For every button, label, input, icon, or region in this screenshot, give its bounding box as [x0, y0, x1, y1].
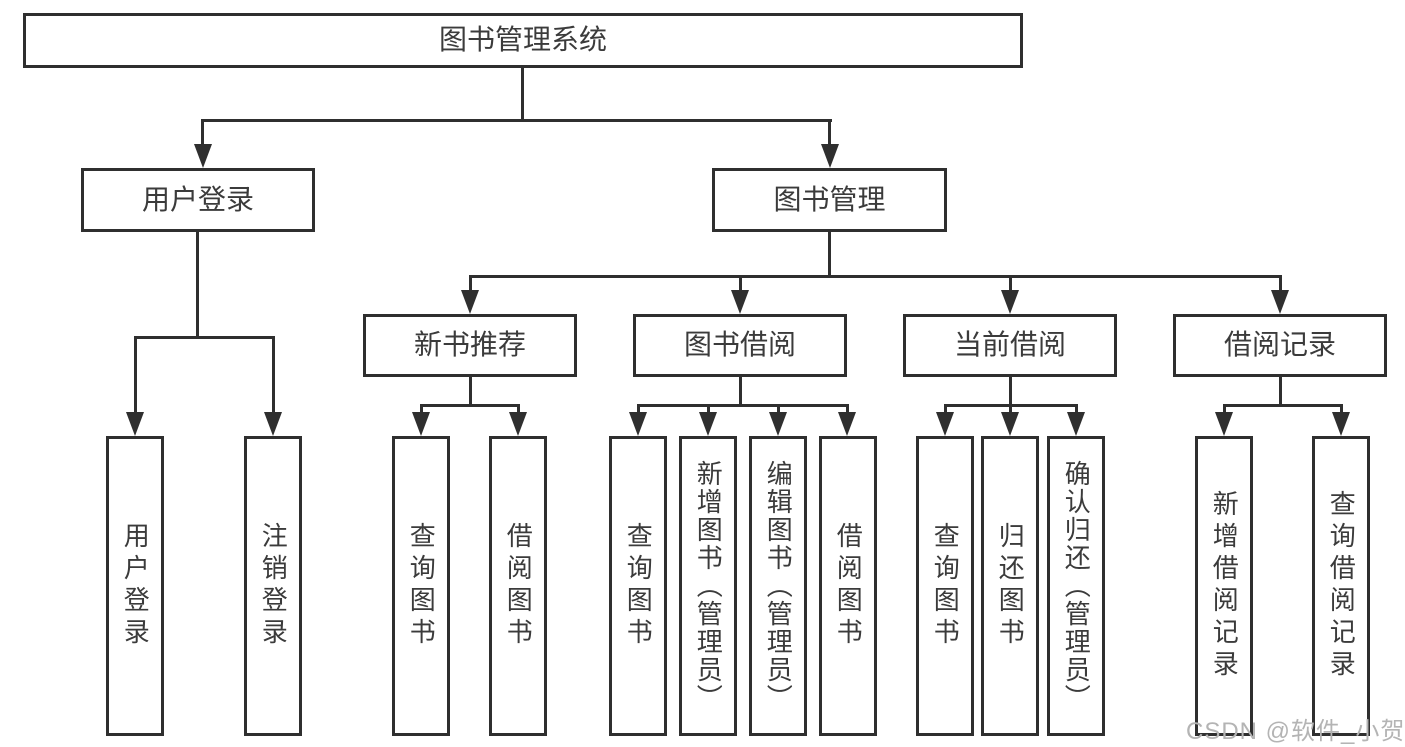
connector-line — [944, 404, 947, 416]
connector-line — [420, 404, 423, 416]
connector-line — [637, 404, 640, 416]
arrow-down-icon — [936, 412, 954, 436]
watermark: CSDN @软件_小贺同学 — [1186, 718, 1405, 745]
arrow-down-icon — [264, 412, 282, 436]
connector-line — [517, 404, 520, 416]
node-new-book-recommend-label: 新书推荐 — [413, 329, 526, 361]
arrow-down-icon — [126, 412, 144, 436]
connector-line — [1009, 275, 1012, 293]
arrow-down-icon — [1001, 412, 1019, 436]
node-book-borrow-label: 图书借阅 — [683, 329, 796, 361]
leaf-cb-query-book: 查询图书 — [916, 436, 974, 736]
leaf-bb-query-book: 查询图书 — [609, 436, 667, 736]
connector-line — [469, 377, 472, 407]
node-root-label: 图书管理系统 — [438, 24, 607, 56]
arrow-down-icon — [1215, 412, 1233, 436]
connector-line — [1340, 404, 1343, 416]
connector-line — [739, 275, 742, 293]
arrow-down-icon — [1332, 412, 1350, 436]
connector-line — [1009, 377, 1012, 407]
node-borrow-records-label: 借阅记录 — [1223, 329, 1336, 361]
node-book-management: 图书管理 — [712, 168, 947, 232]
connector-line — [1279, 275, 1282, 293]
leaf-bb-add-book-admin: 新增图书（管理员） — [679, 436, 737, 736]
connector-line — [521, 68, 524, 121]
arrow-down-icon — [1271, 290, 1289, 314]
leaf-br-query-record: 查询借阅记录 — [1312, 436, 1370, 736]
node-user-login-label: 用户登录 — [141, 183, 254, 215]
connector-line — [828, 232, 831, 278]
connector-line — [1223, 404, 1226, 416]
connector-line — [134, 336, 137, 416]
node-book-management-label: 图书管理 — [773, 183, 886, 215]
arrow-down-icon — [821, 144, 839, 168]
connector-line — [739, 377, 742, 407]
connector-line — [637, 404, 849, 407]
connector-line — [1223, 404, 1343, 407]
arrow-down-icon — [1001, 290, 1019, 314]
arrow-down-icon — [731, 290, 749, 314]
leaf-nb-query-book: 查询图书 — [392, 436, 450, 736]
arrow-down-icon — [509, 412, 527, 436]
connector-line — [1075, 404, 1078, 416]
connector-line — [134, 336, 275, 339]
node-current-borrow: 当前借阅 — [903, 314, 1117, 377]
connector-line — [1009, 404, 1012, 416]
arrow-down-icon — [461, 290, 479, 314]
node-book-borrow: 图书借阅 — [633, 314, 847, 377]
leaf-bb-borrow-book: 借阅图书 — [819, 436, 877, 736]
arrow-down-icon — [412, 412, 430, 436]
leaf-bb-edit-book-admin: 编辑图书（管理员） — [749, 436, 807, 736]
leaf-nb-borrow-book: 借阅图书 — [489, 436, 547, 736]
node-borrow-records: 借阅记录 — [1173, 314, 1387, 377]
arrow-down-icon — [769, 412, 787, 436]
arrow-down-icon — [629, 412, 647, 436]
node-user-login: 用户登录 — [81, 168, 315, 232]
connector-line — [777, 404, 780, 416]
connector-line — [201, 119, 204, 148]
node-new-book-recommend: 新书推荐 — [363, 314, 577, 377]
connector-line — [469, 275, 472, 293]
connector-line — [196, 232, 199, 339]
arrow-down-icon — [194, 144, 212, 168]
connector-line — [272, 336, 275, 416]
connector-line — [1279, 377, 1282, 407]
connector-line — [420, 404, 520, 407]
leaf-logout: 注销登录 — [244, 436, 302, 736]
leaf-br-add-record: 新增借阅记录 — [1195, 436, 1253, 736]
connector-line — [828, 119, 831, 148]
arrow-down-icon — [838, 412, 856, 436]
connector-line — [469, 275, 1282, 278]
leaf-cb-confirm-return-admin: 确认归还（管理员） — [1047, 436, 1105, 736]
arrow-down-icon — [1067, 412, 1085, 436]
connector-line — [846, 404, 849, 416]
node-current-borrow-label: 当前借阅 — [953, 329, 1066, 361]
arrow-down-icon — [699, 412, 717, 436]
connector-line — [707, 404, 710, 416]
leaf-user-login: 用户登录 — [106, 436, 164, 736]
leaf-cb-return-book: 归还图书 — [981, 436, 1039, 736]
connector-line — [202, 119, 832, 122]
node-root: 图书管理系统 — [23, 13, 1023, 68]
